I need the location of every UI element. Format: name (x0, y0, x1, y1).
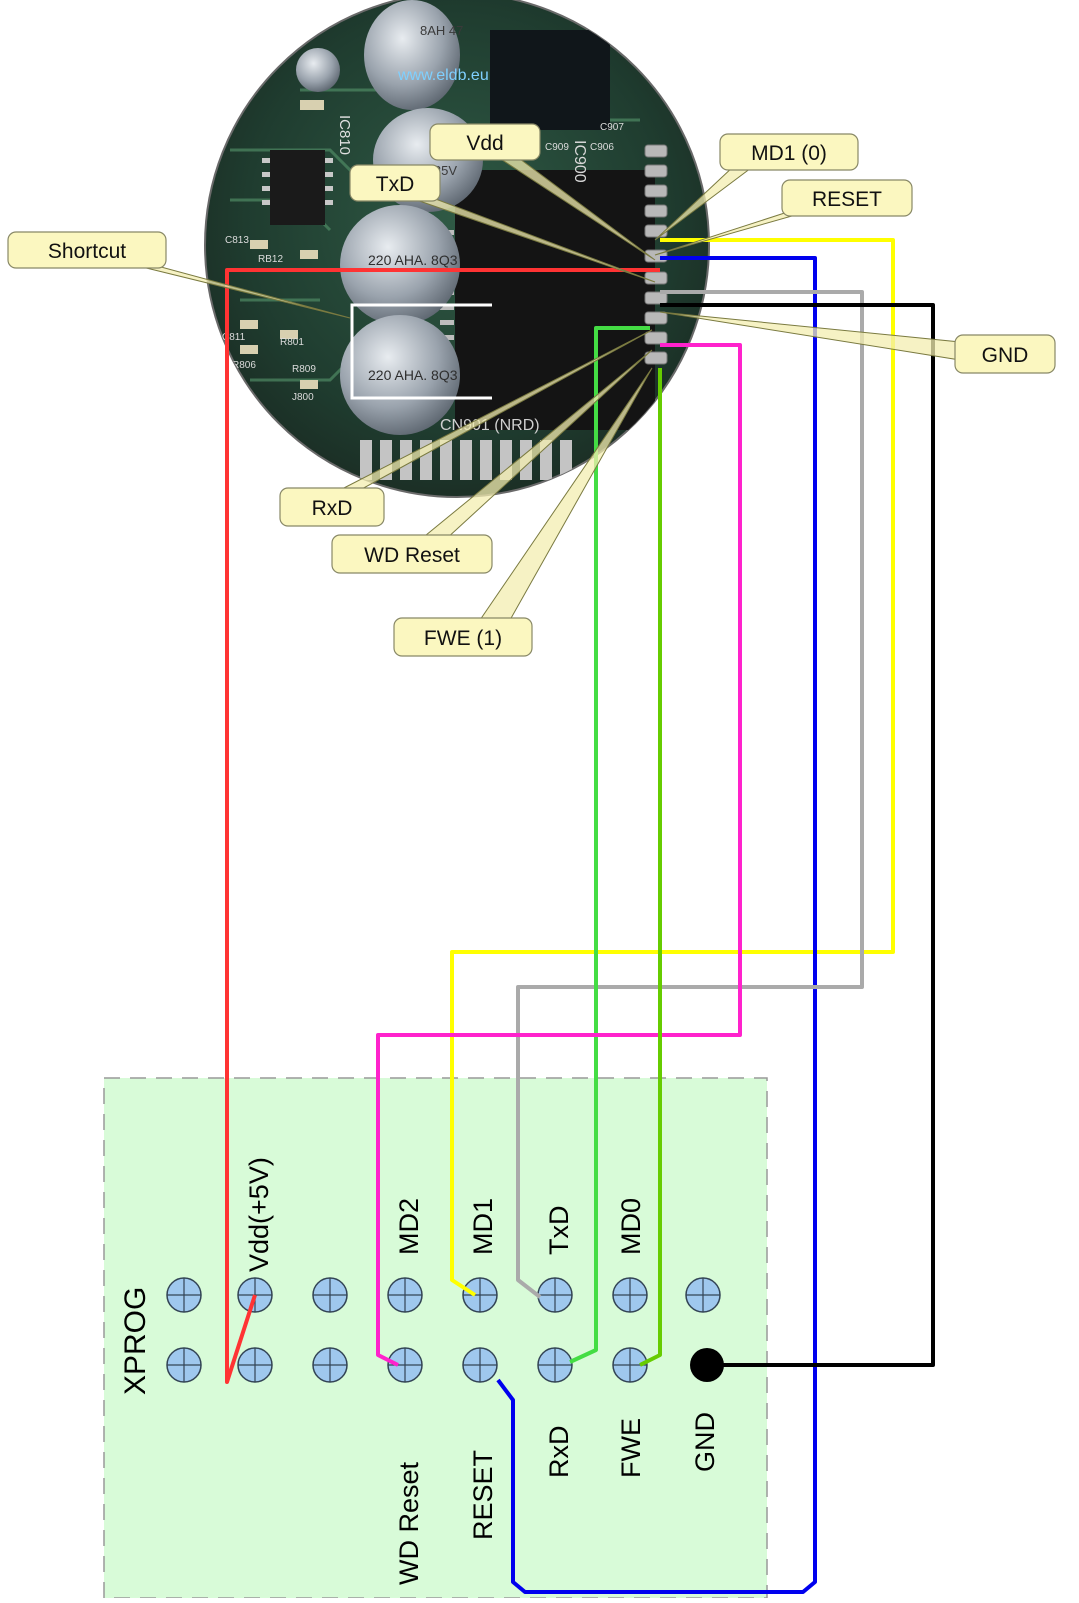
wire-reset (496, 256, 817, 1594)
svg-text:R806: R806 (232, 360, 256, 371)
pin-grid (166, 1277, 721, 1383)
silk-ic900: IC900 (571, 140, 588, 183)
gnd-dot (690, 1348, 724, 1382)
capacitor-lower: 220 AHA. 8Q3 (340, 315, 460, 435)
svg-text:J800: J800 (292, 392, 314, 403)
label-txd: TxD (544, 1206, 574, 1256)
wire-fwe (639, 368, 662, 1367)
label-md2: MD2 (394, 1198, 424, 1255)
connector-pin (612, 1277, 648, 1313)
cap-top-text: 8AH 47 (420, 23, 463, 38)
connector-pin (685, 1277, 721, 1313)
svg-text:C813: C813 (225, 235, 249, 246)
cap-lower-text: 220 AHA. 8Q3 (368, 367, 458, 383)
connector-pin (537, 1277, 573, 1313)
callout-fwe: FWE (1) (424, 627, 502, 650)
label-reset: RESET (468, 1450, 498, 1540)
connector-pin (312, 1347, 348, 1383)
leader-gnd (659, 311, 961, 361)
wire-rxd (569, 326, 650, 1364)
callout-gnd: GND (982, 344, 1029, 367)
ic-small (270, 150, 325, 225)
xprog-title: XPROG (119, 1287, 152, 1395)
label-vdd: Vdd(+5V) (244, 1157, 274, 1272)
silk-refs: C813 RB12 C811 R801 R806 R809 J800 C906 … (222, 122, 624, 403)
connector-pin (537, 1347, 573, 1383)
callout-vdd: Vdd (466, 132, 503, 155)
callouts: Vdd MD1 (0) TxD RESET Shortcut GND RxD W… (7, 123, 1056, 657)
svg-text:C811: C811 (222, 332, 246, 343)
wires (225, 238, 935, 1594)
label-md1: MD1 (468, 1198, 498, 1255)
label-wd-reset: WD Reset (394, 1461, 424, 1585)
callout-reset: RESET (812, 188, 882, 211)
xprog-connector: XPROG Vdd(+5V) MD2 MD1 TxD MD0 WD Reset … (103, 1077, 768, 1599)
connector-pin (462, 1277, 498, 1313)
watermark-text: www.eldb.eu (397, 67, 489, 84)
svg-text:R809: R809 (292, 364, 316, 375)
svg-text:C907: C907 (600, 122, 624, 133)
label-md0: MD0 (616, 1198, 646, 1255)
callout-txd: TxD (376, 173, 415, 196)
wire-vdd (225, 268, 660, 1384)
cap-upper-text: 220 AHA. 8Q3 (368, 252, 458, 268)
wire-wd-reset (376, 343, 742, 1367)
connector-pin (166, 1277, 202, 1313)
connector-pin (462, 1347, 498, 1383)
wire-gnd (660, 303, 935, 1367)
label-fwe: FWE (616, 1418, 646, 1478)
connector-pin (387, 1347, 423, 1383)
ic-main (455, 170, 655, 430)
capacitor-upper: 220 AHA. 8Q3 (340, 205, 460, 325)
connector-pin (387, 1277, 423, 1313)
silk-ic810: IC810 (336, 115, 353, 155)
callout-wd-reset: WD Reset (364, 544, 460, 567)
callout-md1: MD1 (0) (751, 142, 827, 165)
svg-text:R801: R801 (280, 337, 304, 348)
callout-shortcut: Shortcut (48, 240, 126, 263)
wire-txd (516, 290, 864, 1299)
svg-text:C906: C906 (590, 142, 614, 153)
wire-md1 (450, 238, 895, 1297)
connector-pin (312, 1277, 348, 1313)
svg-text:RB12: RB12 (258, 254, 283, 265)
capacitor-top: 8AH 47 (364, 0, 463, 110)
svg-text:C909: C909 (545, 142, 569, 153)
shortcut-bracket (350, 303, 492, 400)
label-rxd: RxD (544, 1426, 574, 1479)
callout-rxd: RxD (312, 497, 353, 520)
label-gnd: GND (690, 1412, 720, 1472)
connector-pin (166, 1347, 202, 1383)
pcb-photo: 8AH 47 8AH 35V 220 AHA. 8Q3 220 AHA. 8Q3… (204, 0, 710, 498)
connector-pin (237, 1347, 273, 1383)
connector-pin (612, 1347, 648, 1383)
connector-box (103, 1077, 768, 1599)
